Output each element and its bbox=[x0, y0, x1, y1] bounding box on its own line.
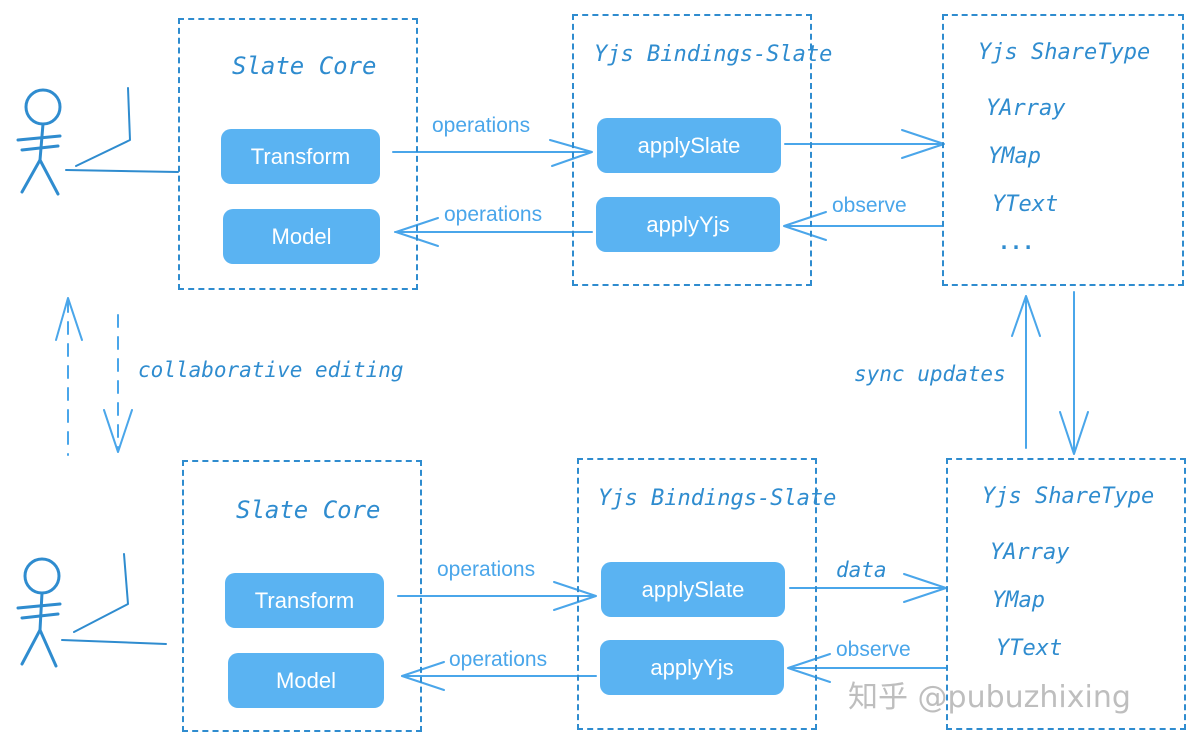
bindings-box-bottom bbox=[577, 458, 817, 730]
sharetype-box-top bbox=[942, 14, 1184, 286]
slate-core-title-top: Slate Core bbox=[232, 52, 377, 80]
sharetype-item-top: ... bbox=[998, 230, 1035, 254]
arrow-sync-up bbox=[1011, 295, 1041, 449]
watermark: 知乎 @pubuzhixing bbox=[848, 680, 1131, 715]
collab-arrowheads bbox=[55, 297, 133, 453]
sharetype-item-bottom: YText bbox=[996, 636, 1063, 661]
sharetype-item-top: YArray bbox=[986, 96, 1066, 121]
bindings-title-top: Yjs Bindings-Slate bbox=[594, 42, 833, 67]
sharetype-item-bottom: YArray bbox=[990, 540, 1070, 565]
sharetype-box-bottom bbox=[946, 458, 1186, 730]
arrow-top-operations-back bbox=[394, 217, 593, 247]
sharetype-title-top: Yjs ShareType bbox=[978, 40, 1151, 65]
collab-arrows bbox=[67, 299, 119, 456]
sharetype-item-top: YMap bbox=[988, 144, 1041, 169]
sharetype-item-bottom: YMap bbox=[992, 588, 1045, 613]
label-operations-top-forward: operations bbox=[432, 114, 531, 137]
sharetype-title-bottom: Yjs ShareType bbox=[982, 484, 1155, 509]
laptop-top bbox=[65, 87, 179, 173]
apply-yjs-button-top[interactable]: applyYjs bbox=[596, 197, 780, 252]
label-operations-bottom-forward: operations bbox=[437, 558, 536, 581]
slate-core-title-bottom: Slate Core bbox=[236, 496, 381, 524]
arrow-bottom-operations-forward bbox=[397, 581, 597, 611]
slate-core-box-top bbox=[178, 18, 418, 290]
user-figure-top bbox=[16, 88, 62, 196]
model-button-top[interactable]: Model bbox=[223, 209, 380, 264]
user-figure-bottom bbox=[16, 557, 62, 668]
apply-yjs-button-bottom[interactable]: applyYjs bbox=[600, 640, 784, 695]
sharetype-item-top: YText bbox=[992, 192, 1059, 217]
label-data-bottom: data bbox=[836, 558, 887, 582]
sync-updates-label: sync updates bbox=[854, 362, 1006, 386]
arrow-bottom-operations-back bbox=[401, 661, 597, 691]
collaborative-editing-label: collaborative editing bbox=[138, 358, 404, 382]
label-observe-top: observe bbox=[832, 194, 907, 217]
bindings-box-top bbox=[572, 14, 812, 286]
transform-button-top[interactable]: Transform bbox=[221, 129, 380, 184]
apply-slate-button-bottom[interactable]: applySlate bbox=[601, 562, 785, 617]
bindings-title-bottom: Yjs Bindings-Slate bbox=[598, 486, 837, 511]
transform-button-bottom[interactable]: Transform bbox=[225, 573, 384, 628]
model-button-bottom[interactable]: Model bbox=[228, 653, 384, 708]
slate-core-box-bottom bbox=[182, 460, 422, 732]
arrow-top-operations-forward bbox=[392, 139, 593, 167]
label-observe-bottom: observe bbox=[836, 638, 911, 661]
apply-slate-button-top[interactable]: applySlate bbox=[597, 118, 781, 173]
laptop-bottom bbox=[61, 553, 167, 645]
label-operations-bottom-back: operations bbox=[449, 648, 548, 671]
label-operations-top-back: operations bbox=[444, 203, 543, 226]
arrow-sync-down bbox=[1059, 291, 1089, 455]
